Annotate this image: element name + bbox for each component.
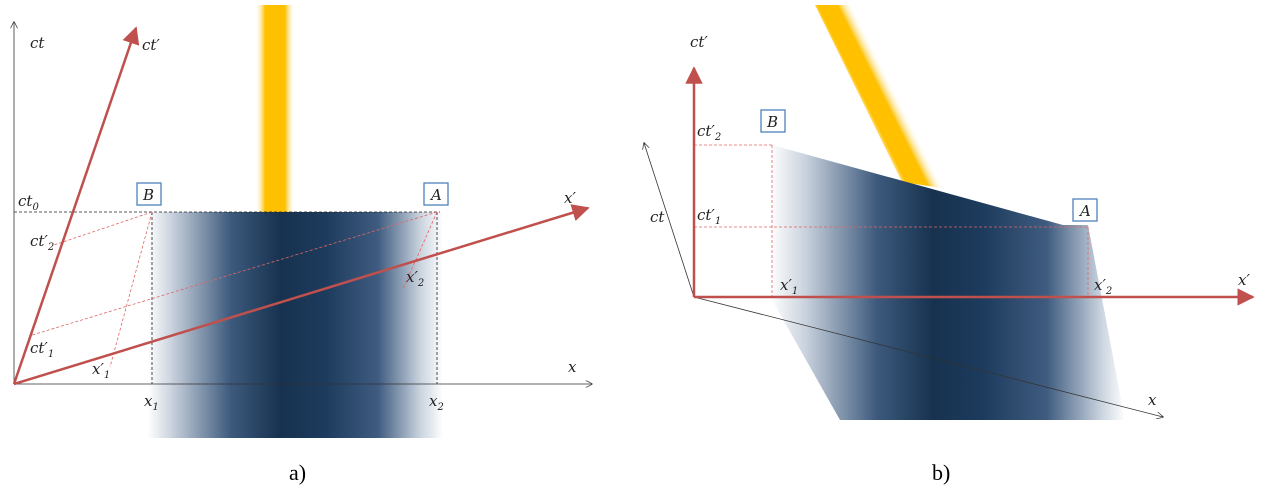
- moving-guides-a: [28, 211, 438, 368]
- x-axis-b: [693, 296, 1163, 417]
- x1-prime-label-a: x′1: [92, 360, 110, 381]
- ct-axis-label-a: ct: [30, 34, 45, 52]
- x1-prime-label-b: x′1: [780, 276, 798, 297]
- ct-prime-axis-label-b: ct′: [690, 33, 708, 51]
- event-b-box-b: [760, 109, 786, 133]
- ct0-label: ct0: [18, 192, 39, 213]
- caption-a: a): [289, 460, 306, 485]
- rod-worldtube-b: [772, 145, 1125, 420]
- event-a-box-b: [1072, 198, 1098, 222]
- ct2-prime-label-b: ct′2: [697, 122, 721, 143]
- x-prime-axis-label-b: x′: [1238, 271, 1250, 289]
- event-a-box-a: [423, 182, 449, 206]
- ct2-prime-label-a: ct′2: [30, 232, 54, 253]
- x2-prime-label-a: x′2: [406, 268, 424, 289]
- ct-prime-axis-label-a: ct′: [142, 36, 160, 54]
- ct-axis-b: [644, 143, 695, 298]
- event-a-label-b: A: [1078, 202, 1091, 220]
- ct1-prime-label-b: ct′1: [697, 206, 721, 227]
- rod-worldtube-a: [148, 212, 443, 438]
- event-b-box-a: [136, 182, 162, 206]
- panel-b: ct′ ct x′ x ct′2 ct′1 x′1 x′2 B A b): [644, 5, 1255, 485]
- light-beam-a: [255, 5, 295, 213]
- ct1-prime-label-a: ct′1: [30, 339, 54, 360]
- ct-axis-label-b: ct: [650, 208, 665, 226]
- event-a-label-a: A: [429, 186, 442, 204]
- x2-prime-label-b: x′2: [1094, 276, 1112, 297]
- x1-label: x1: [144, 392, 159, 413]
- x-axis-label-a: x: [568, 358, 577, 376]
- caption-b: b): [932, 460, 950, 485]
- rest-guides-a: [14, 211, 440, 384]
- event-b-label-b: B: [766, 113, 778, 131]
- x2-label: x2: [429, 392, 444, 413]
- moving-guides-b: [694, 144, 1089, 297]
- event-b-label-a: B: [142, 186, 154, 204]
- x-prime-axis-a: [13, 204, 590, 386]
- panel-a: ct ct′ x x′ ct0 ct′2 ct′1 x′1 x′2 x1 x2 …: [14, 5, 592, 485]
- ct-prime-axis-a: [12, 26, 140, 385]
- x-axis-label-b: x: [1148, 391, 1157, 409]
- x-prime-axis-label-a: x′: [564, 189, 576, 207]
- light-beam-b: [815, 5, 942, 188]
